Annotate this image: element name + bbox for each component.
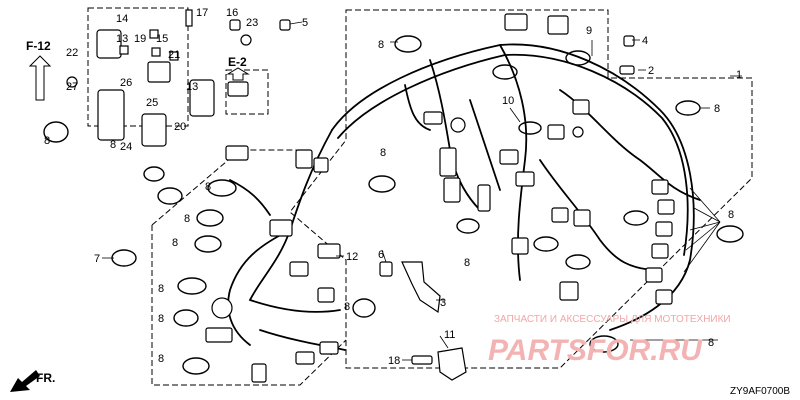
part-label-14: 14 xyxy=(116,13,128,25)
part-label-8: 8 xyxy=(205,181,211,193)
part-label-18: 18 xyxy=(388,355,400,367)
part-label-6: 6 xyxy=(378,249,384,261)
part-label-8: 8 xyxy=(728,209,734,221)
watermark-caption: ЗАПЧАСТИ И АКСЕССУАРЫ ДЛЯ МОТОТЕХНИКИ xyxy=(494,314,731,325)
part-label-8: 8 xyxy=(172,237,178,249)
part-label-8: 8 xyxy=(380,147,386,159)
part-labels: 1 2 3 4 5 6 7 8 8 8 8 8 8 8 8 8 8 8 8 8 … xyxy=(44,7,742,367)
e2-ref-label: E-2 xyxy=(228,55,247,69)
part-label-19: 19 xyxy=(134,33,146,45)
part-label-7: 7 xyxy=(94,253,100,265)
front-direction-label: FR. xyxy=(36,371,55,385)
part-label-9: 9 xyxy=(586,25,592,37)
part-label-23: 23 xyxy=(246,17,258,29)
part-label-5: 5 xyxy=(302,17,308,29)
part-label-8: 8 xyxy=(464,257,470,269)
watermark: ЗАПЧАСТИ И АКСЕССУАРЫ ДЛЯ МОТОТЕХНИКИ PA… xyxy=(488,314,731,367)
part-label-21: 21 xyxy=(168,49,180,61)
part-label-24: 24 xyxy=(120,141,132,153)
part-label-22: 22 xyxy=(66,47,78,59)
part-label-17: 17 xyxy=(196,7,208,19)
part-label-12: 12 xyxy=(346,251,358,263)
part-label-8: 8 xyxy=(158,353,164,365)
part-label-8: 8 xyxy=(158,313,164,325)
f12-ref-label: F-12 xyxy=(26,39,51,53)
part-label-1: 1 xyxy=(736,69,742,81)
part-label-4: 4 xyxy=(642,35,648,47)
harness-wires xyxy=(227,43,701,351)
f12-ref: F-12 xyxy=(26,39,52,101)
leader-lines xyxy=(102,21,742,361)
part-label-20: 20 xyxy=(174,121,186,133)
part-label-8: 8 xyxy=(184,213,190,225)
part-label-13: 13 xyxy=(186,81,198,93)
watermark-brand: PARTSFOR.RU xyxy=(488,334,703,367)
part-label-11: 11 xyxy=(444,329,455,341)
clamp-bands xyxy=(43,35,744,375)
hardware xyxy=(66,9,635,381)
part-label-8: 8 xyxy=(344,301,350,313)
part-label-26: 26 xyxy=(120,77,132,89)
part-label-8: 8 xyxy=(378,39,384,51)
part-label-8: 8 xyxy=(110,139,116,151)
part-label-25: 25 xyxy=(146,97,158,109)
part-label-13: 13 xyxy=(116,33,128,45)
part-label-2: 2 xyxy=(648,65,654,77)
e2-ref: E-2 xyxy=(226,55,250,81)
part-label-3: 3 xyxy=(440,297,446,309)
part-label-15: 15 xyxy=(156,33,168,45)
part-label-27: 27 xyxy=(66,81,78,93)
diagram-part-code: ZY9AF0700B xyxy=(730,386,790,397)
part-label-10: 10 xyxy=(502,95,514,107)
part-label-8: 8 xyxy=(44,135,50,147)
front-direction-marker: FR. xyxy=(10,370,55,392)
part-label-16: 16 xyxy=(226,7,238,19)
part-label-8: 8 xyxy=(708,337,714,349)
connectors xyxy=(96,13,675,383)
part-label-8: 8 xyxy=(158,283,164,295)
part-label-8: 8 xyxy=(714,103,720,115)
